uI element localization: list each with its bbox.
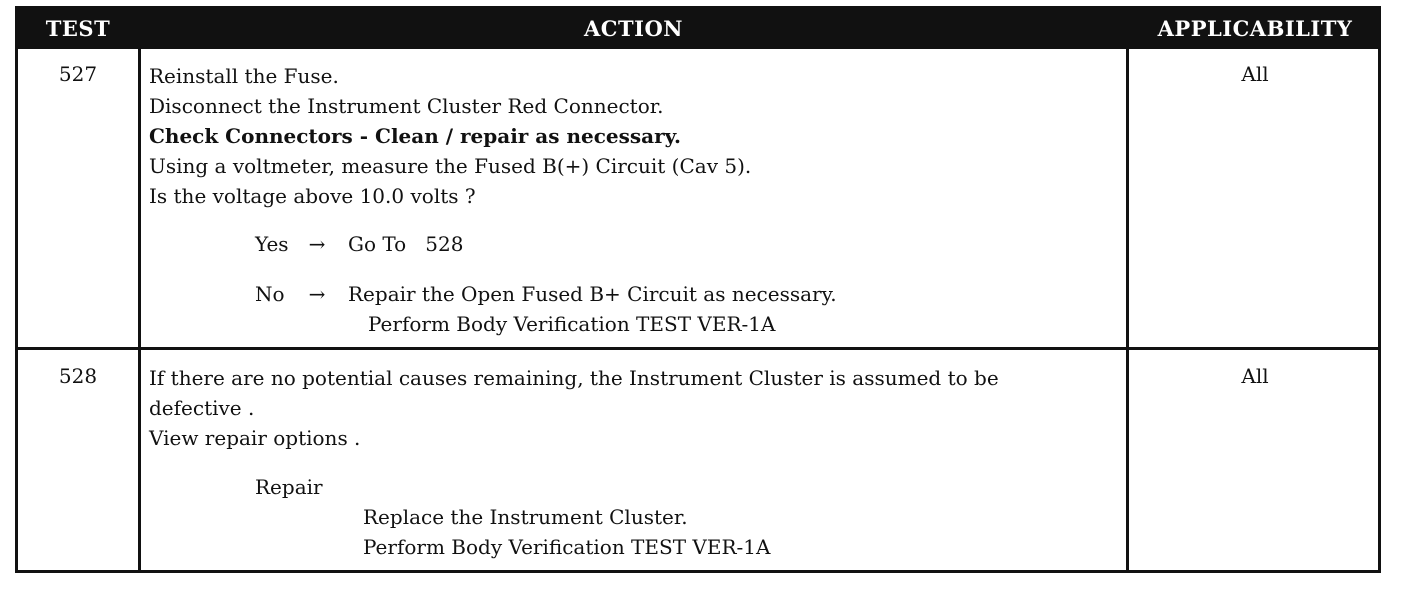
no-text-1: Repair the Open Fused B+ Circuit as nece… [348,282,837,306]
test-number-528: 528 [58,364,98,388]
no-outcome: No → Repair the Open Fused B+ Circuit as n… [255,279,837,339]
column-divider [138,49,141,570]
repair-step: Replace the Instrument Cluster. [363,505,688,529]
applicability-527: All [1241,62,1269,86]
action-line: Using a voltmeter, measure the Fused B(+… [149,154,752,178]
repair-step: Perform Body Verification TEST VER-1A [363,535,771,559]
yes-text: Go To 528 [348,232,464,256]
arrow-right-icon: → [308,232,326,256]
no-text-2: Perform Body Verification TEST VER-1A [368,312,776,336]
repair-steps: Replace the Instrument Cluster. Perform … [363,502,770,562]
action-line: Is the voltage above 10.0 volts ? [149,184,476,208]
yes-label: Yes [255,232,289,256]
yes-outcome: Yes → Go To 528 [255,229,463,259]
action-line: Reinstall the Fuse. [149,64,339,88]
action-line-bold: Check Connectors - Clean / repair as nec… [149,124,681,148]
header-applicability: APPLICABILITY [1157,16,1353,41]
applicability-528: All [1241,364,1269,388]
table-header: TEST ACTION APPLICABILITY [18,9,1378,49]
action-528: If there are no potential causes remaini… [149,363,999,453]
action-527: Reinstall the Fuse. Disconnect the Instr… [149,61,751,211]
action-line: Disconnect the Instrument Cluster Red Co… [149,94,664,118]
column-divider [1126,49,1129,570]
diagnostic-table: TEST ACTION APPLICABILITY 527 Reinstall … [15,6,1381,573]
repair-label: Repair [255,475,323,499]
action-line: If there are no potential causes remaini… [149,366,999,390]
header-test: TEST [45,16,111,41]
test-number-527: 527 [58,62,98,86]
header-action: ACTION [584,16,683,41]
action-line: defective . [149,396,255,420]
no-label: No [255,282,285,306]
action-line: View repair options . [149,426,361,450]
arrow-right-icon: → [308,282,326,306]
row-divider [18,347,1378,350]
